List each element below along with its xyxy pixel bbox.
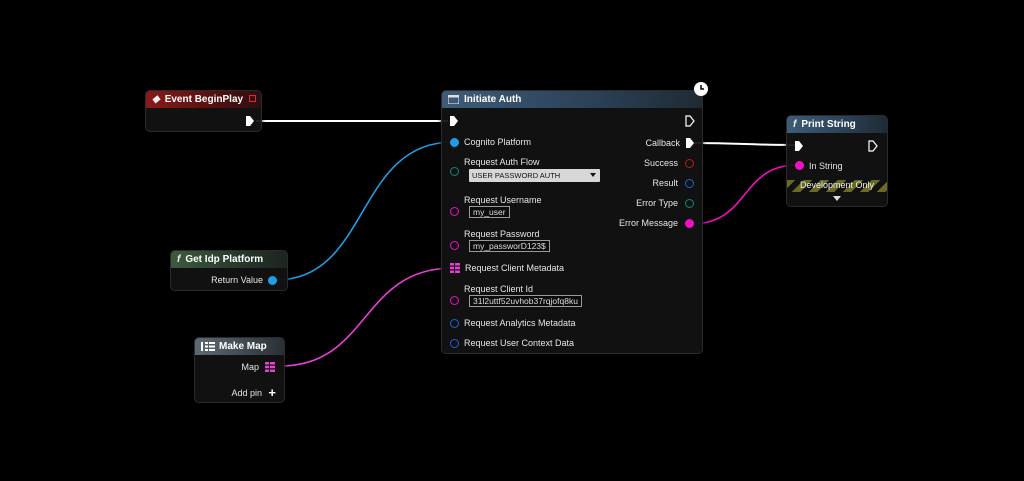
- callback-exec-pin[interactable]: [685, 137, 695, 149]
- request-analytics-metadata-pin[interactable]: [450, 319, 459, 328]
- function-icon: f: [793, 119, 797, 130]
- string-wire-error-message: [690, 164, 798, 225]
- exec-out-pin[interactable]: [245, 115, 255, 127]
- request-auth-flow-pin[interactable]: [450, 167, 459, 176]
- return-value-label: Return Value: [211, 275, 263, 285]
- make-map-title: Make Map: [219, 341, 267, 352]
- initiate-auth-header[interactable]: Initiate Auth: [442, 91, 702, 108]
- cognito-platform-label: Cognito Platform: [464, 137, 532, 147]
- function-icon: f: [177, 254, 181, 265]
- request-password-pin[interactable]: [450, 241, 459, 250]
- success-pin[interactable]: [685, 159, 694, 168]
- auth-flow-dropdown[interactable]: USER PASSWORD AUTH: [469, 169, 600, 182]
- event-begin-play-title: Event BeginPlay: [164, 94, 244, 105]
- exec-in-pin[interactable]: [449, 115, 459, 127]
- error-message-label: Error Message: [618, 218, 678, 228]
- map-output-pin-icon[interactable]: [265, 362, 275, 372]
- map-output-label: Map: [241, 362, 259, 372]
- request-auth-flow-label: Request Auth Flow: [464, 157, 540, 167]
- event-begin-play-header[interactable]: ◆ Event BeginPlay: [146, 91, 261, 108]
- print-string-title: Print String: [801, 119, 856, 130]
- request-client-id-label: Request Client Id: [464, 284, 534, 294]
- add-pin-label[interactable]: Add pin: [231, 388, 262, 398]
- request-username-label: Request Username: [464, 195, 542, 205]
- result-pin[interactable]: [685, 179, 694, 188]
- chevron-down-icon: [590, 173, 596, 177]
- expand-arrow-icon[interactable]: [833, 196, 841, 201]
- username-input[interactable]: my_user: [469, 206, 510, 218]
- exec-in-pin[interactable]: [794, 140, 804, 152]
- exec-wire-callback-to-print: [692, 142, 796, 146]
- client-metadata-pin-icon[interactable]: [450, 263, 460, 273]
- development-only-stripe: [787, 180, 887, 192]
- error-type-label: Error Type: [636, 198, 678, 208]
- make-map-node[interactable]: Make Map Map Add pin +: [194, 337, 285, 403]
- initiate-auth-title: Initiate Auth: [464, 94, 522, 105]
- make-map-icon: [201, 342, 215, 351]
- get-idp-platform-header[interactable]: f Get Idp Platform: [171, 251, 287, 268]
- make-map-header[interactable]: Make Map: [195, 338, 284, 355]
- add-pin-plus-icon[interactable]: +: [268, 385, 276, 400]
- auth-flow-dropdown-value: USER PASSWORD AUTH: [472, 171, 561, 180]
- request-password-label: Request Password: [464, 229, 540, 239]
- error-type-pin[interactable]: [685, 199, 694, 208]
- request-user-context-data-pin[interactable]: [450, 339, 459, 348]
- request-client-id-pin[interactable]: [450, 296, 459, 305]
- get-idp-platform-node[interactable]: f Get Idp Platform Return Value: [170, 250, 288, 291]
- cognito-platform-pin[interactable]: [450, 138, 459, 147]
- development-only-label: Development Only: [799, 180, 875, 190]
- initiate-auth-node[interactable]: Initiate Auth Cognito Platform Request A…: [441, 82, 708, 354]
- request-user-context-data-label: Request User Context Data: [464, 338, 575, 348]
- in-string-label: In String: [809, 161, 843, 171]
- event-diamond-icon: ◆: [152, 94, 160, 105]
- success-label: Success: [643, 158, 678, 168]
- result-label: Result: [652, 178, 678, 188]
- print-string-header[interactable]: f Print String: [787, 116, 887, 133]
- print-string-node[interactable]: f Print String In String Development Onl…: [786, 115, 888, 207]
- object-wire-platform: [275, 141, 454, 281]
- return-value-pin[interactable]: [268, 276, 277, 285]
- exec-out-pin[interactable]: [685, 115, 695, 127]
- exec-out-pin[interactable]: [868, 140, 878, 152]
- event-delegate-icon: [249, 95, 256, 102]
- map-wire-client-metadata: [279, 267, 454, 367]
- client-id-input[interactable]: 31l2uttf52uvhob37rqjofq8ku: [469, 295, 582, 307]
- async-node-icon: [448, 95, 459, 104]
- error-message-pin[interactable]: [685, 219, 694, 228]
- request-username-pin[interactable]: [450, 207, 459, 216]
- event-begin-play-node[interactable]: ◆ Event BeginPlay: [145, 90, 262, 132]
- latent-clock-icon: [694, 82, 708, 96]
- request-client-metadata-label: Request Client Metadata: [465, 263, 565, 273]
- password-input[interactable]: my_passworD123$: [469, 240, 550, 252]
- in-string-pin[interactable]: [795, 161, 804, 170]
- callback-label: Callback: [645, 138, 680, 148]
- request-analytics-metadata-label: Request Analytics Metadata: [464, 318, 576, 328]
- get-idp-platform-title: Get Idp Platform: [185, 254, 264, 265]
